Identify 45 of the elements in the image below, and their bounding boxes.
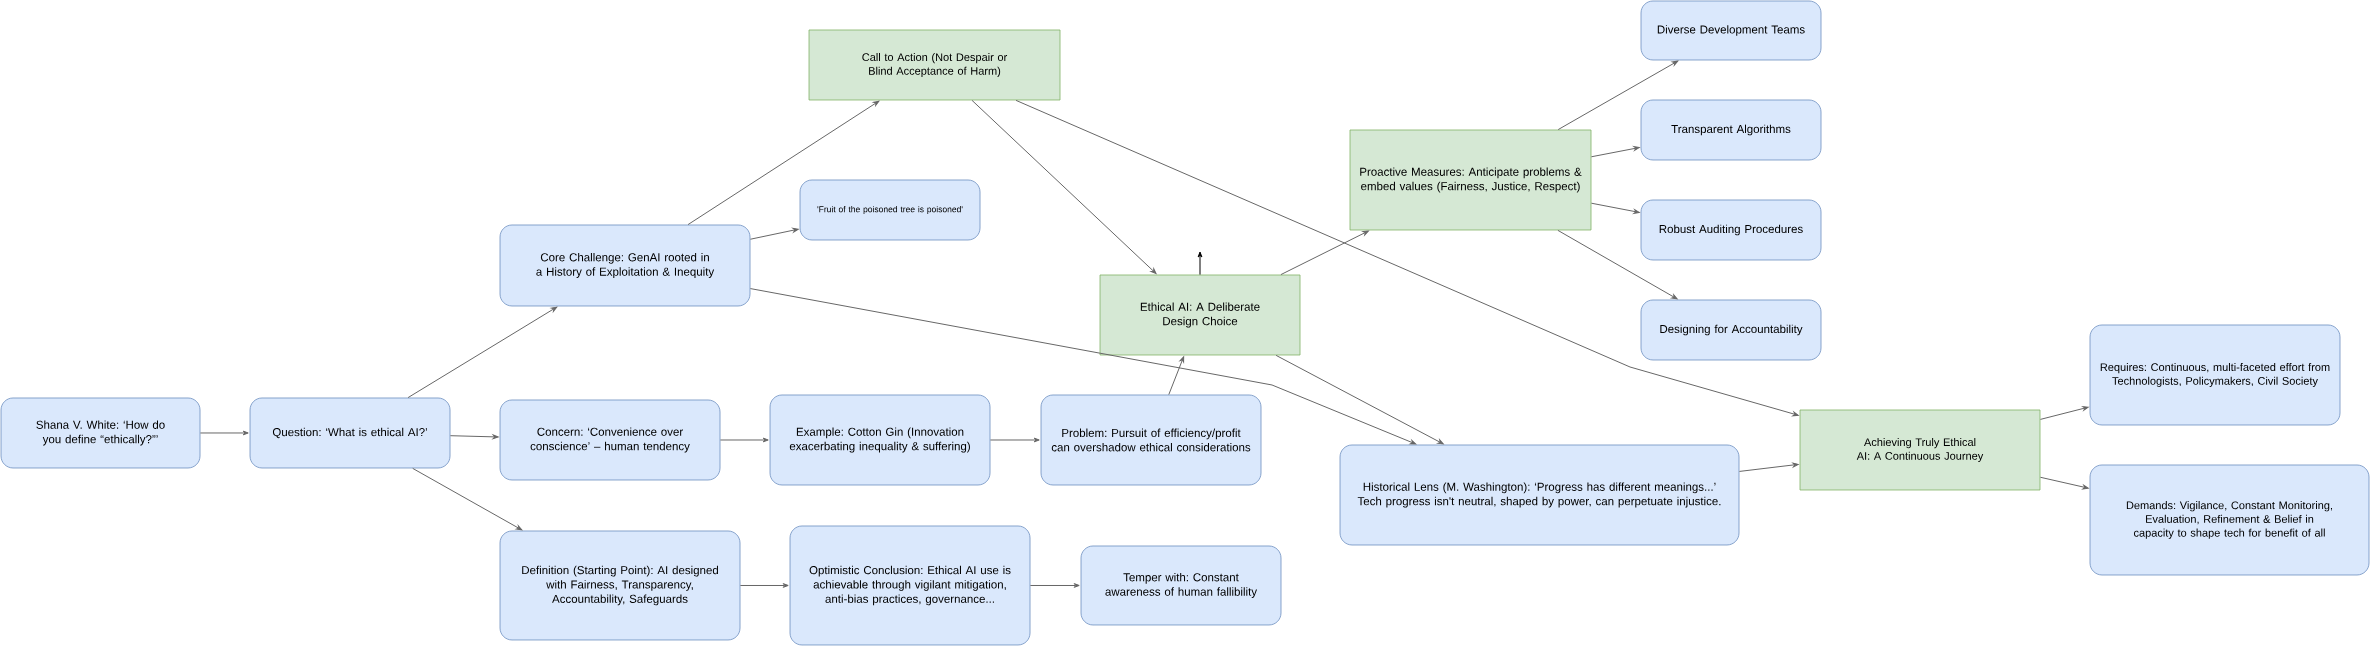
arrow [199,430,249,436]
arrow [412,467,523,531]
arrow [1280,230,1369,276]
text-box: Requires: Continuous, multi-faceted effort from Technologists, Policymakers, Civil Society [2089,324,2341,426]
arrow [989,437,1040,443]
text-box: Robust Auditing Procedures [1640,199,1822,261]
arrow [687,100,880,226]
arrow [1015,99,1799,417]
text-box: Demands: Vigilance, Constant Monitoring, Evaluation, Refinement & Belief in capacity to shape tech for benefit of all [2089,464,2370,576]
arrow [449,434,499,440]
text-box: Definition (Starting Point): AI designed with Fairness, Transparency, Accountability, Safeguards [499,530,741,641]
highlight-box: Ethical AI: A Deliberate Design Choice [1099,274,1301,356]
text-box: Question: ‘What is ethical AI?’ [249,397,451,469]
arrow [971,99,1157,275]
text-box: Shana V. White: ‘How do you define “ethically?”’ [0,397,201,469]
arrow [719,437,769,443]
arrow [739,583,789,588]
text-box: Core Challenge: GenAI rooted in a History of Exploitation & Inequity [499,224,751,307]
highlight-box: Proactive Measures: Anticipate problems & embed values (Fairness, Justice, Respect) [1349,129,1592,231]
text-box: Temper with: Constant awareness of human fallibility [1080,545,1282,626]
arrow [749,227,799,240]
text-box: 'Fruit of the poisoned tree is poisoned' [799,179,981,241]
text-box: Optimistic Conclusion: Ethical AI use is achievable through vigilant mitigation, anti-bias practices, governance... [789,525,1031,646]
arrow [1590,146,1640,158]
text-box: Designing for Accountability [1640,299,1822,361]
arrow [1197,251,1203,276]
arrow [407,306,558,399]
arrow [749,288,1417,445]
arrow [1738,462,1799,472]
text-box: Transparent Algorithms [1640,99,1822,161]
arrow [2039,476,2089,490]
arrow [1275,354,1444,445]
arrow [1168,356,1185,396]
text-box: Problem: Pursuit of efficiency/profit can overshadow ethical considerations [1040,394,1262,486]
highlight-box: Call to Action (Not Despair or Blind Acceptance of Harm) [808,29,1061,101]
text-box: Example: Cotton Gin (Innovation exacerbating inequality & suffering) [769,394,991,486]
text-box: Historical Lens (M. Washington): ‘Progress has different meanings...’ Tech progress isn't neutral, shaped by power, can perpetuate injustice. [1339,444,1740,546]
arrow [2039,406,2089,420]
arrow [1557,229,1678,300]
arrow [1029,583,1080,588]
arrow [1590,202,1640,214]
text-box: Diverse Development Teams [1640,0,1822,61]
highlight-box: Achieving Truly Ethical AI: A Continuous Journey [1799,409,2041,491]
text-box: Concern: ‘Convenience over conscience’ – human tendency [499,399,721,481]
arrow [1557,60,1679,131]
